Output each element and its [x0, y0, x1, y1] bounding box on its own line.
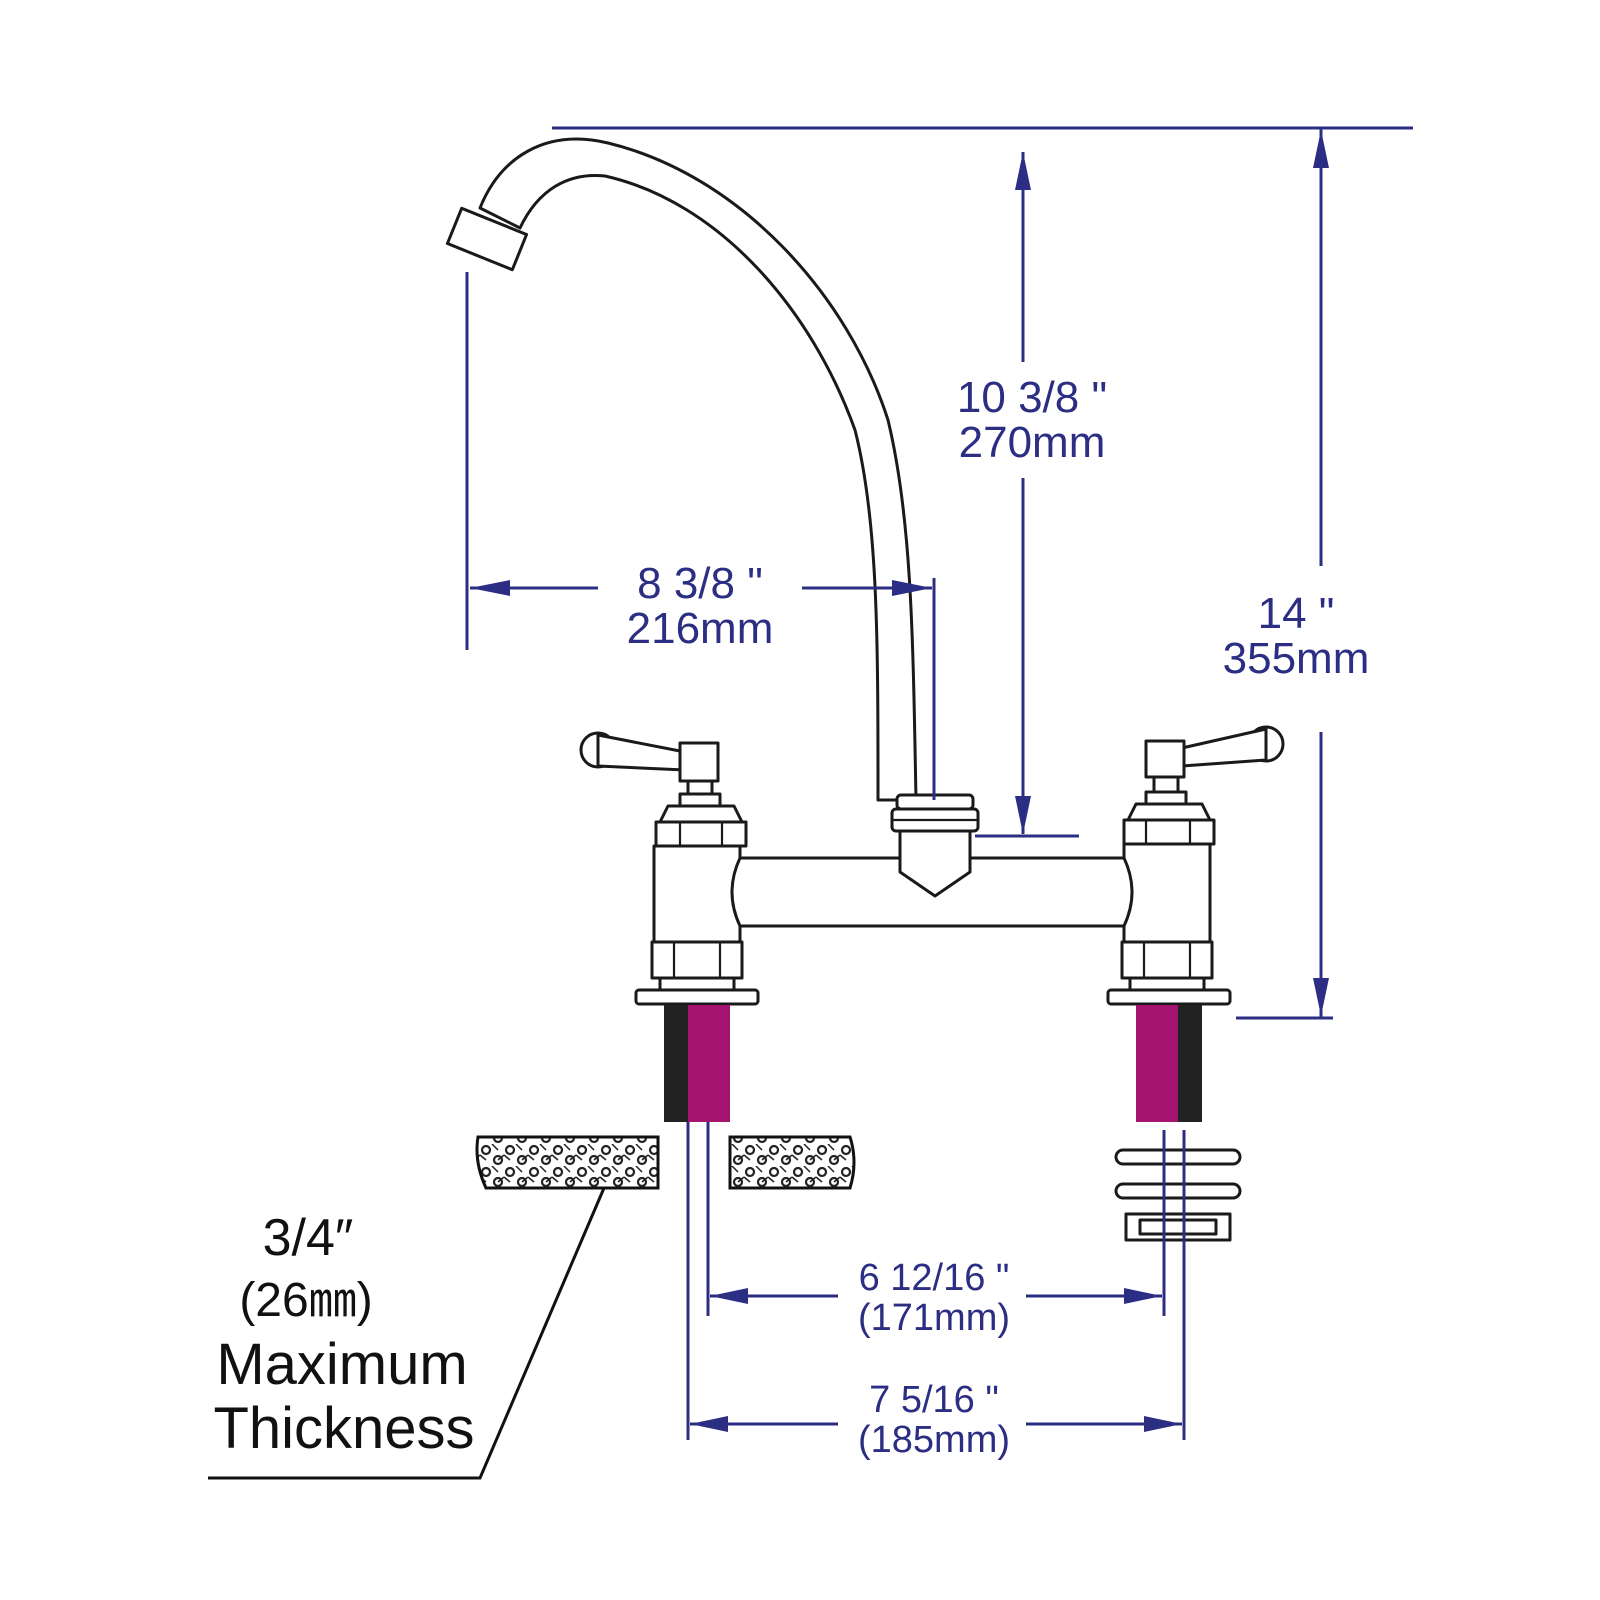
- spout-height-metric: 270mm: [959, 418, 1106, 467]
- spout-base: [898, 829, 972, 898]
- right-mount-nut-1: [1114, 1148, 1242, 1166]
- left-washer: [658, 976, 736, 992]
- overall-height-imperial: 14 ": [1258, 589, 1335, 638]
- note-leader-line: [208, 1187, 606, 1480]
- right-washer: [1128, 976, 1206, 992]
- left-shank-highlight: [688, 1005, 730, 1122]
- right-valve-body: [1122, 842, 1212, 944]
- outer-center-imperial: 7 5/16 ": [869, 1379, 999, 1421]
- dimension-labels: 10 3/8 " 270mm 8 3/8 " 216mm 14 " 355mm …: [627, 373, 1370, 1461]
- left-valve-body: [652, 844, 742, 944]
- left-flange: [634, 988, 760, 1006]
- thickness-metric: (26㎜): [239, 1274, 372, 1327]
- overall-height-metric: 355mm: [1223, 634, 1370, 683]
- overall-height-arrow-down: [1313, 978, 1329, 1016]
- left-bonnet: [654, 820, 748, 848]
- spout-reach-arrow-right: [892, 580, 932, 596]
- inner-center-imperial: 6 12/16 ": [859, 1257, 1010, 1299]
- inner-center-arrow-left: [710, 1288, 748, 1304]
- swivel-spout: [445, 137, 980, 898]
- outer-center-arrow-left: [690, 1416, 728, 1432]
- left-shank-thread: [664, 1005, 688, 1122]
- spout-tube: [478, 137, 918, 802]
- right-hex-nut: [1120, 940, 1214, 980]
- spout-reach-imperial: 8 3/8 ": [637, 559, 763, 608]
- spout-reach-arrow-left: [470, 580, 510, 596]
- dimension-lines: [465, 126, 1413, 1440]
- right-shank-thread: [1178, 1005, 1202, 1122]
- right-lever-handle: [1180, 727, 1268, 768]
- right-handle-cap: [1144, 739, 1186, 779]
- spout-height-imperial: 10 3/8 ": [957, 373, 1107, 422]
- right-shank-highlight: [1136, 1005, 1178, 1122]
- left-bonnet-top: [658, 804, 744, 824]
- overall-height-arrow-up: [1313, 130, 1329, 168]
- spout-reach-metric: 216mm: [627, 604, 774, 653]
- spout-aerator: [445, 206, 529, 272]
- left-handle-cap: [678, 741, 720, 783]
- inner-center-metric: (171mm): [858, 1297, 1010, 1339]
- deck-thickness-note: 3/4″ (26㎜) Maximum Thickness: [208, 1187, 606, 1480]
- inner-center-arrow-right: [1124, 1288, 1162, 1304]
- left-lever-handle: [596, 733, 687, 772]
- right-bonnet: [1122, 818, 1216, 846]
- spout-height-arrow-up: [1015, 152, 1031, 190]
- right-stem-collar: [1144, 790, 1188, 806]
- thickness-imperial: 3/4″: [263, 1209, 354, 1267]
- spout-height-arrow-down: [1015, 796, 1031, 834]
- left-valve: [579, 731, 760, 1122]
- right-flange: [1106, 988, 1232, 1006]
- right-valve: [1106, 725, 1285, 1242]
- right-mount-nut-2: [1114, 1182, 1242, 1200]
- left-stem-collar: [678, 792, 722, 808]
- countertop-left-slab: [475, 1135, 660, 1190]
- left-hex-nut: [650, 940, 744, 980]
- right-mount-nut-4: [1138, 1218, 1218, 1236]
- outer-center-arrow-right: [1144, 1416, 1182, 1432]
- thickness-label-line2: Thickness: [213, 1396, 474, 1461]
- countertop-right-slab: [728, 1135, 856, 1190]
- right-bonnet-top: [1126, 802, 1212, 822]
- outer-center-metric: (185mm): [858, 1419, 1010, 1461]
- countertop-section: [475, 1135, 856, 1190]
- thickness-label-line1: Maximum: [216, 1332, 467, 1397]
